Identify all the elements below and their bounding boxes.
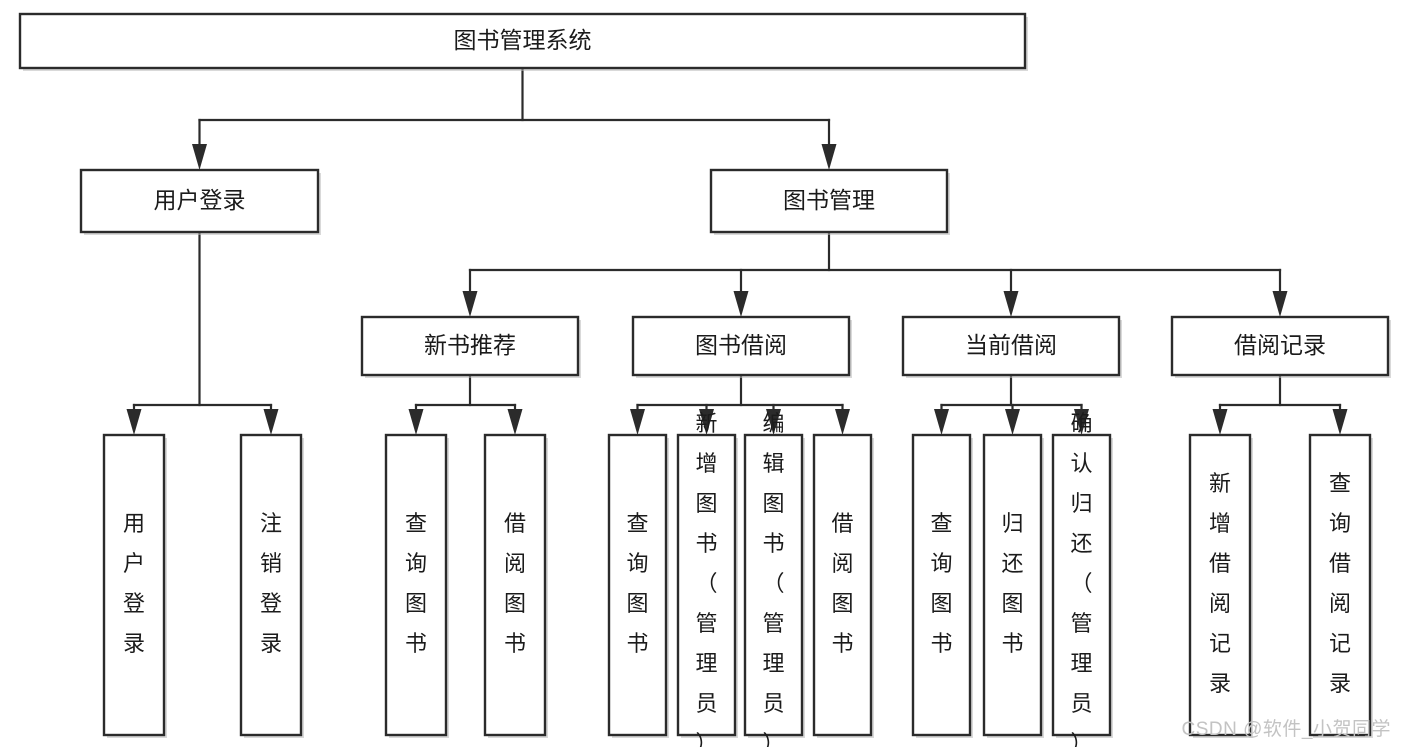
- node-label: 图书借阅: [695, 332, 787, 358]
- node-label: 查询图书: [405, 511, 427, 656]
- node-rect[interactable]: [79, 168, 320, 234]
- connector-arrowhead: [1212, 409, 1228, 435]
- node-rect[interactable]: [1308, 433, 1372, 737]
- node-leaf-query-book-cur[interactable]: 查询图书: [911, 433, 973, 738]
- connector-arrowhead: [766, 409, 781, 435]
- connector-arrowhead: [1272, 291, 1288, 317]
- node-rect[interactable]: [631, 315, 851, 377]
- node-rect[interactable]: [483, 433, 547, 737]
- node-layer: 图书管理系统用户登录图书管理新书推荐图书借阅当前借阅借阅记录用户登录注销登录查询…: [18, 12, 1391, 747]
- connector-arrowhead: [1003, 291, 1019, 317]
- connector-arrowhead: [1332, 409, 1348, 435]
- connector-layer: [126, 66, 1348, 435]
- connector-arrowhead: [507, 409, 523, 435]
- connector-arrowhead: [126, 409, 142, 435]
- node-leaf-add-record[interactable]: 新增借阅记录: [1188, 433, 1253, 738]
- node-rect[interactable]: [982, 433, 1043, 737]
- node-leaf-borrow-book-rec[interactable]: 借阅图书: [483, 433, 548, 738]
- watermark-label: CSDN @软件_小贺同学: [1181, 719, 1391, 740]
- node-leaf-return-book[interactable]: 归还图书: [982, 433, 1044, 738]
- node-borrow-record[interactable]: 借阅记录: [1170, 315, 1391, 378]
- connector-arrowhead: [263, 409, 279, 435]
- connector-group-root: [192, 66, 837, 170]
- connector-group-book-borrow: [630, 373, 850, 435]
- connector-arrowhead: [934, 409, 949, 435]
- node-user-login[interactable]: 用户登录: [79, 168, 321, 235]
- node-book-borrow[interactable]: 图书借阅: [631, 315, 852, 378]
- node-new-book-rec[interactable]: 新书推荐: [360, 315, 581, 378]
- node-label: 图书管理: [783, 187, 875, 213]
- node-current-borrow[interactable]: 当前借阅: [901, 315, 1122, 378]
- connector-group-new-book-rec: [408, 373, 523, 435]
- node-leaf-add-book[interactable]: 新增图书（管理员）: [676, 411, 738, 747]
- node-label: 新书推荐: [424, 332, 516, 358]
- node-label: 用户登录: [123, 511, 145, 656]
- node-rect[interactable]: [1188, 433, 1252, 737]
- node-rect[interactable]: [384, 433, 448, 737]
- connector-arrowhead: [192, 144, 207, 170]
- node-leaf-confirm-return[interactable]: 确认归还（管理员）: [1051, 411, 1113, 747]
- connector-group-user-login: [126, 230, 279, 435]
- node-label: 编辑图书（管理员）: [762, 411, 784, 747]
- connector-arrowhead: [733, 291, 749, 317]
- node-leaf-borrow-book[interactable]: 借阅图书: [812, 433, 874, 738]
- node-label: 新增借阅记录: [1209, 471, 1231, 696]
- node-rect[interactable]: [676, 433, 737, 737]
- connector-arrowhead: [1005, 409, 1020, 435]
- node-label: 图书管理系统: [454, 27, 592, 53]
- node-label: 借阅记录: [1234, 332, 1326, 358]
- connector-arrowhead: [699, 409, 714, 435]
- node-rect[interactable]: [911, 433, 972, 737]
- node-leaf-query-book-rec[interactable]: 查询图书: [384, 433, 449, 738]
- connector-group-book-manage: [462, 230, 1288, 317]
- node-leaf-query-record[interactable]: 查询借阅记录: [1308, 433, 1373, 738]
- node-leaf-user-logout[interactable]: 注销登录: [239, 433, 304, 738]
- connector-arrowhead: [462, 291, 478, 317]
- node-rect[interactable]: [102, 433, 166, 737]
- connector-arrowhead: [408, 409, 424, 435]
- node-label: 归还图书: [1001, 511, 1023, 656]
- node-label: 用户登录: [154, 187, 246, 213]
- node-rect[interactable]: [1170, 315, 1390, 377]
- connector-arrowhead: [821, 144, 837, 170]
- node-leaf-edit-book[interactable]: 编辑图书（管理员）: [743, 411, 805, 747]
- node-rect[interactable]: [812, 433, 873, 737]
- node-rect[interactable]: [18, 12, 1027, 70]
- node-rect[interactable]: [607, 433, 668, 737]
- node-label: 查询图书: [930, 511, 952, 656]
- node-rect[interactable]: [239, 433, 303, 737]
- connector-arrowhead: [630, 409, 645, 435]
- node-label: 借阅图书: [831, 511, 853, 656]
- node-label: 注销登录: [260, 511, 282, 656]
- node-rect[interactable]: [1051, 433, 1112, 737]
- node-label: 查询借阅记录: [1329, 471, 1351, 696]
- connector-group-current-borrow: [934, 373, 1089, 435]
- node-root[interactable]: 图书管理系统: [18, 12, 1028, 71]
- connector-arrowhead: [1074, 409, 1089, 435]
- node-rect[interactable]: [709, 168, 949, 234]
- node-rect[interactable]: [901, 315, 1121, 377]
- node-label: 新增图书（管理员）: [695, 411, 717, 747]
- node-label: 借阅图书: [504, 511, 526, 656]
- node-leaf-query-book-borrow[interactable]: 查询图书: [607, 433, 669, 738]
- node-label: 查询图书: [626, 511, 648, 656]
- node-rect[interactable]: [743, 433, 804, 737]
- node-rect[interactable]: [360, 315, 580, 377]
- node-leaf-user-login[interactable]: 用户登录: [102, 433, 167, 738]
- connector-group-borrow-record: [1212, 373, 1348, 435]
- connector-arrowhead: [835, 409, 850, 435]
- node-label: 当前借阅: [965, 332, 1057, 358]
- node-label: 确认归还（管理员）: [1070, 411, 1092, 747]
- node-book-manage[interactable]: 图书管理: [709, 168, 950, 235]
